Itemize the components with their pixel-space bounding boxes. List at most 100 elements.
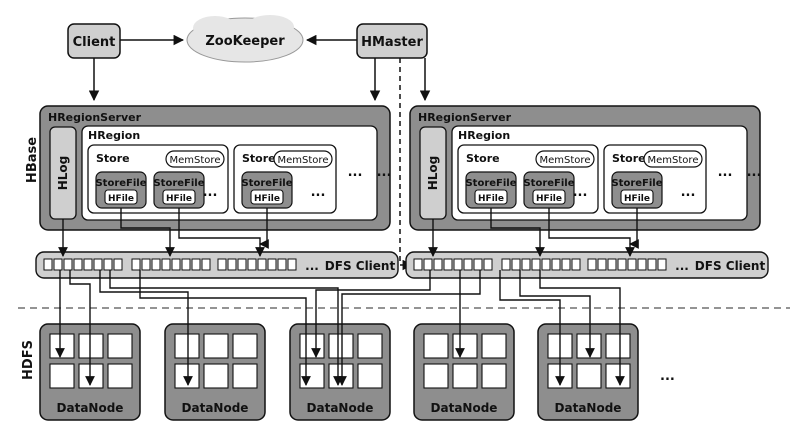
block-cell: [237, 258, 247, 271]
datanode-label: DataNode: [182, 401, 249, 415]
block-cell: [463, 258, 473, 271]
dfs-client-bar: ...DFS Client: [35, 251, 399, 279]
datanode-4: DataNode: [413, 323, 515, 421]
hbase-layer-label: HBase: [25, 137, 40, 183]
connector-arrow: [490, 208, 545, 257]
block-cell: [277, 258, 287, 271]
dfs-client-bar: ... DFS Client: [405, 251, 769, 279]
connector-arrow: [629, 208, 639, 249]
block-cell: [107, 363, 133, 389]
datanode-2: DataNode: [164, 323, 266, 421]
block-cell: [541, 258, 551, 271]
block-cell: [191, 258, 201, 271]
block-cell: [299, 333, 325, 359]
block-cell: [576, 333, 602, 359]
block-cell: [161, 258, 171, 271]
block-cell: [53, 258, 63, 271]
block-cell: [49, 363, 75, 389]
block-cell: [413, 258, 423, 271]
block-cell: [443, 258, 453, 271]
block-cell: [78, 333, 104, 359]
connector-arrow: [69, 270, 95, 386]
memstore-label: MemStore: [278, 155, 329, 166]
block-cell: [151, 258, 161, 271]
block-cell: [328, 363, 354, 389]
block-cell: [73, 258, 83, 271]
block-cell: [627, 258, 637, 271]
memstore-badge: [535, 150, 595, 168]
hfile-label: HFile: [254, 194, 280, 204]
store-label: Store: [612, 152, 646, 165]
block-cell: [171, 258, 181, 271]
store-label: Store: [466, 152, 500, 165]
block-cell: [232, 333, 258, 359]
block-cell: [78, 363, 104, 389]
client-box: Client: [67, 23, 121, 59]
datanode-ellipsis: ...: [660, 369, 675, 384]
block-cell: [247, 258, 257, 271]
hfile-box: [162, 189, 196, 205]
block-cell: [453, 258, 463, 271]
hmaster-box: HMaster: [356, 23, 428, 59]
hfile-box: [250, 189, 284, 205]
block-cell: [107, 333, 133, 359]
hfile-box: [532, 189, 566, 205]
hfile-label: HFile: [536, 194, 562, 204]
dfs-client-label: DFS Client: [695, 259, 766, 273]
block-cell: [267, 258, 277, 271]
block-cell: [232, 363, 258, 389]
block-cell: [587, 258, 597, 271]
datanode-label: DataNode: [555, 401, 622, 415]
server-ellipsis: ...: [377, 165, 392, 180]
block-cell: [433, 258, 443, 271]
block-cell: [576, 363, 602, 389]
block-cell: [174, 333, 200, 359]
storefile-label: StoreFile: [465, 178, 516, 189]
datanode-label: DataNode: [307, 401, 374, 415]
storefile-label: StoreFile: [523, 178, 574, 189]
hregion-ellipsis: ...: [718, 165, 733, 180]
block-cell: [203, 363, 229, 389]
block-cell: [227, 258, 237, 271]
block-cell: [521, 258, 531, 271]
connector-arrow: [499, 270, 565, 386]
block-cell: [473, 258, 483, 271]
block-cell: [141, 258, 151, 271]
block-cell: [483, 258, 493, 271]
block-cell: [423, 258, 433, 271]
connector-arrow: [539, 270, 625, 386]
store-ellipsis: ...: [311, 185, 326, 200]
block-cell: [43, 258, 53, 271]
block-cell: [511, 258, 521, 271]
block-cell: [49, 333, 75, 359]
block-cell: [647, 258, 657, 271]
storefile-label: StoreFile: [611, 178, 662, 189]
datanode-3: DataNode: [289, 323, 391, 421]
block-cell: [201, 258, 211, 271]
hregion-label: HRegion: [458, 129, 510, 142]
block-cell: [103, 258, 113, 271]
hfile-label: HFile: [108, 194, 134, 204]
memstore-label: MemStore: [648, 155, 699, 166]
hfile-label: HFile: [166, 194, 192, 204]
hfile-box: [104, 189, 138, 205]
dfs-ellipsis: ...: [675, 259, 689, 273]
connector-arrow: [120, 208, 175, 257]
block-cell: [531, 258, 541, 271]
hfile-box: [474, 189, 508, 205]
block-cell: [63, 258, 73, 271]
block-cell: [423, 333, 449, 359]
block-cell: [131, 258, 141, 271]
connector-arrow: [519, 270, 595, 358]
zookeeper-cloud: ZooKeeper: [186, 15, 304, 63]
block-cell: [551, 258, 561, 271]
hfile-box: [620, 189, 654, 205]
storefile-label: StoreFile: [241, 178, 292, 189]
region-server-title: HRegionServer: [48, 111, 142, 124]
dfs-client-label: DFS Client: [325, 259, 396, 273]
